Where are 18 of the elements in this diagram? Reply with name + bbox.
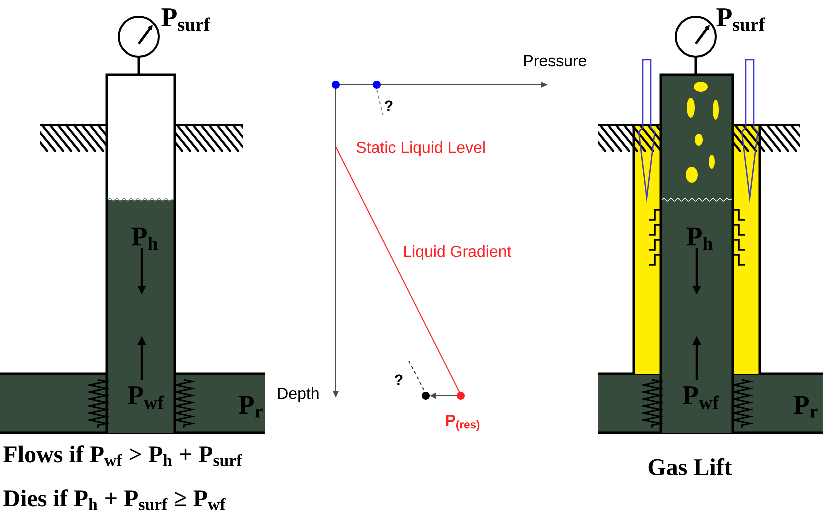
question-mark: ? xyxy=(385,100,393,112)
pressure-label: P$_{wf}$ xyxy=(128,386,164,410)
pressure-label: P$_{r}$ xyxy=(238,396,263,418)
axis-label: Pressure xyxy=(524,55,586,67)
pressure-label: P$_{h}$ xyxy=(686,228,713,250)
annotation-text: Liquid Gradient xyxy=(404,246,512,260)
question-mark: ? xyxy=(395,374,403,386)
condition-text: Flows if P$_{wf}$ > P$_{h}$ + P$_{surf}$ xyxy=(4,446,242,466)
pressure-label: P$_{h}$ xyxy=(132,228,158,250)
axis-label: Depth xyxy=(278,388,319,402)
caption-text: Gas Lift xyxy=(648,458,732,476)
annotation-text: Static Liquid Level xyxy=(356,142,485,156)
pressure-label: P$_{surf}$ xyxy=(716,8,766,32)
pressure-label: P$_{wf}$ xyxy=(682,386,720,410)
condition-text: Dies if P$_{h}$ + P$_{surf}$ ≥ P$_{wf}$ xyxy=(4,490,226,510)
pressure-label: P$_{r}$ xyxy=(794,396,818,418)
pressure-label: P$_{surf}$ xyxy=(162,8,210,32)
annotation-text: P$_{(res)}$ xyxy=(446,415,480,431)
